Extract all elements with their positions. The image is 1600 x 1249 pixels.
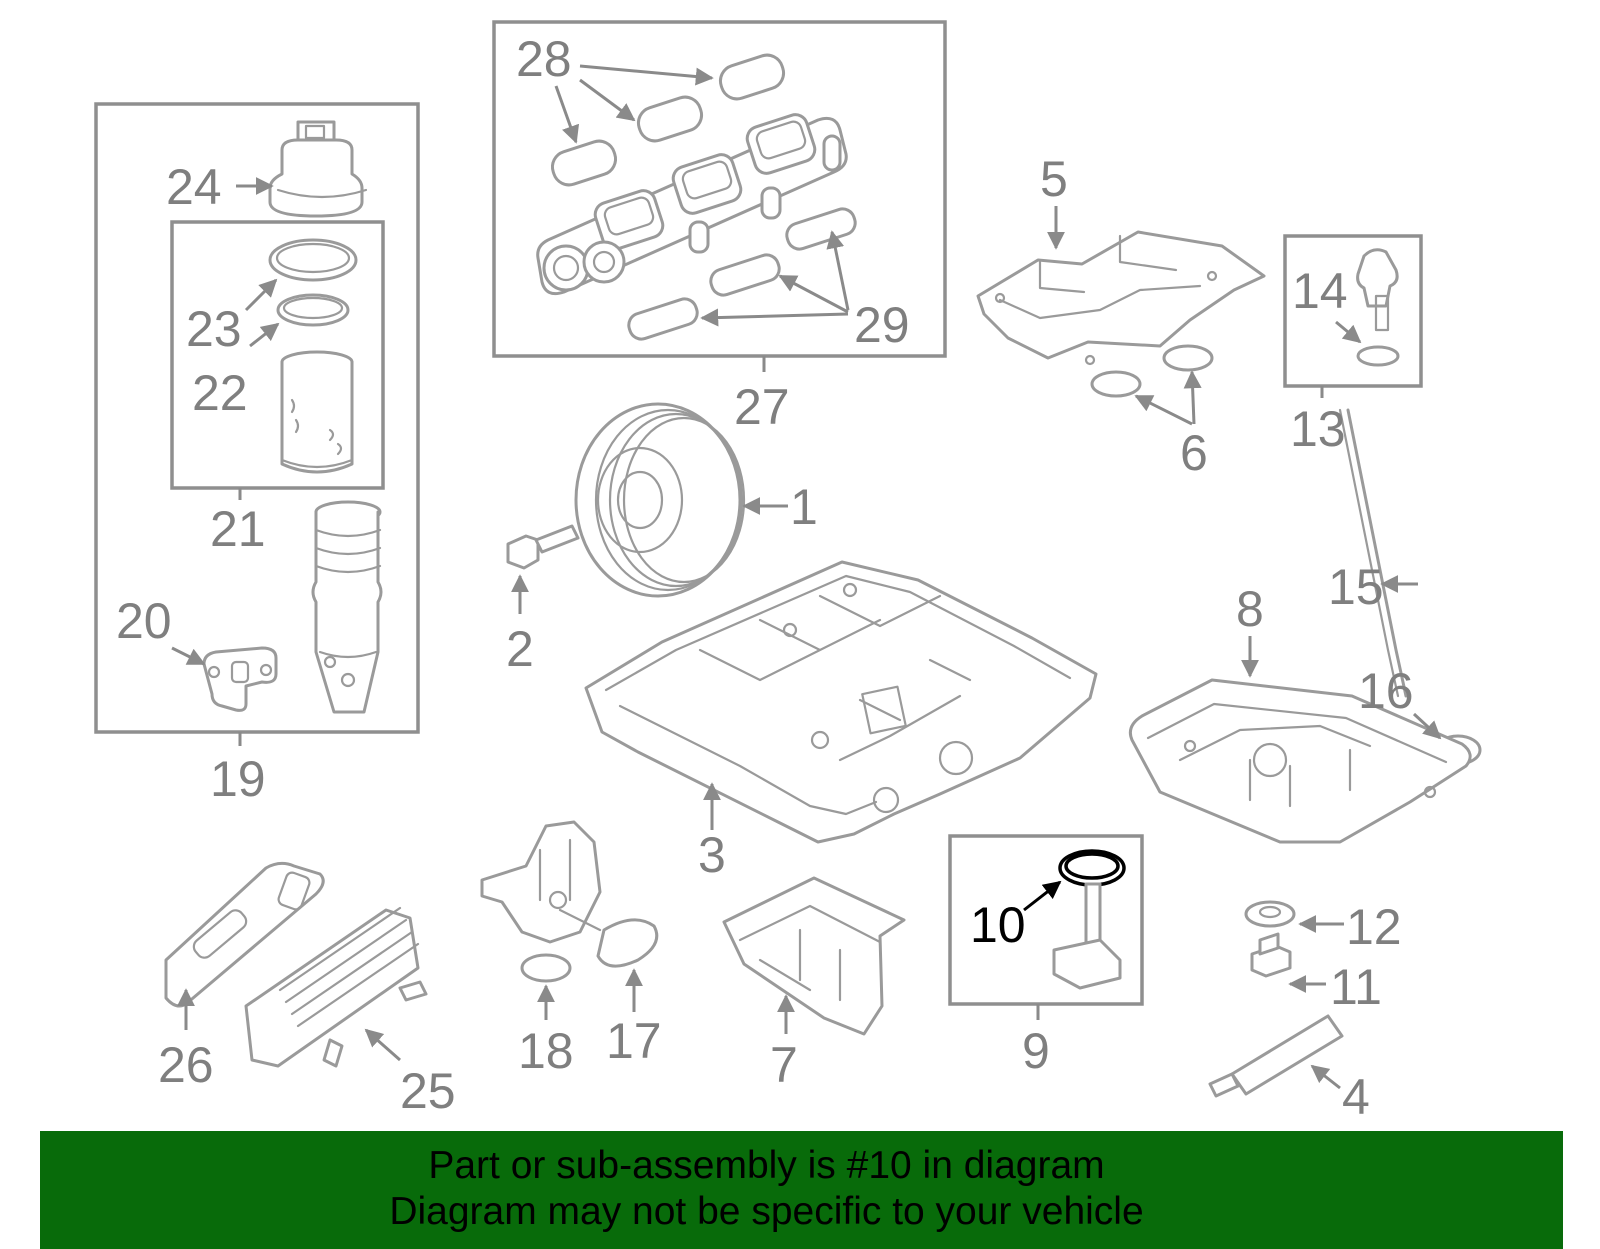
leader-lines xyxy=(171,64,1442,1090)
callout-8[interactable]: 8 xyxy=(1236,581,1264,637)
banner-line-part: Part or sub-assembly is #10 in diagram xyxy=(428,1144,1105,1187)
callout-1[interactable]: 1 xyxy=(790,479,818,535)
callout-14[interactable]: 14 xyxy=(1292,263,1348,319)
part-2-bolt[interactable] xyxy=(506,524,580,570)
info-banner: Part or sub-assembly is #10 in diagram D… xyxy=(40,1131,1563,1249)
group-box-27 xyxy=(492,20,947,358)
callout-12[interactable]: 12 xyxy=(1346,899,1402,955)
callout-17[interactable]: 17 xyxy=(606,1013,662,1069)
part-23-seal[interactable] xyxy=(268,238,358,282)
part-6-seals[interactable] xyxy=(1090,344,1214,398)
banner-line-disclaimer: Diagram may not be specific to your vehi… xyxy=(389,1190,1144,1233)
part-20-gasket[interactable] xyxy=(202,646,278,712)
part-14-dipstick-tube-top[interactable] xyxy=(1356,248,1399,332)
part-18-seal[interactable] xyxy=(520,953,572,983)
part-29-gaskets[interactable] xyxy=(626,206,859,342)
group-box-19 xyxy=(94,102,420,734)
part-5-cover[interactable] xyxy=(976,230,1266,366)
part-4-sealant-tube[interactable] xyxy=(1208,1014,1344,1098)
callout-27[interactable]: 27 xyxy=(734,379,790,435)
callout-21[interactable]: 21 xyxy=(210,501,266,557)
callout-29[interactable]: 29 xyxy=(854,297,910,353)
callout-6[interactable]: 6 xyxy=(1180,425,1208,481)
callout-24[interactable]: 24 xyxy=(166,159,222,215)
part-7-baffle[interactable] xyxy=(722,876,906,1036)
callout-15[interactable]: 15 xyxy=(1328,559,1384,615)
part-27-intake-manifold[interactable] xyxy=(536,112,848,296)
callout-22[interactable]: 22 xyxy=(192,365,248,421)
part-26-gasket[interactable] xyxy=(164,861,325,1008)
callout-5[interactable]: 5 xyxy=(1040,151,1068,207)
part-12-washer[interactable] xyxy=(1244,900,1296,928)
group-box-9 xyxy=(948,834,1144,1006)
part-15-dipstick-tube[interactable] xyxy=(1346,408,1408,698)
callout-7[interactable]: 7 xyxy=(770,1037,798,1093)
callout-10-highlighted[interactable]: 10 xyxy=(970,897,1026,953)
part-17-oil-pump[interactable] xyxy=(480,820,659,968)
part-11-drain-plug[interactable] xyxy=(1250,932,1292,978)
callout-9[interactable]: 9 xyxy=(1022,1023,1050,1079)
callout-25[interactable]: 25 xyxy=(400,1063,456,1119)
part-25-oil-cooler[interactable] xyxy=(244,906,428,1068)
group-box-21 xyxy=(170,220,385,490)
callout-23[interactable]: 23 xyxy=(186,301,242,357)
callout-labels: 1 2 3 4 5 6 7 8 9 10 11 12 13 14 15 16 1… xyxy=(116,31,1414,1125)
callout-28[interactable]: 28 xyxy=(516,31,572,87)
callout-13[interactable]: 13 xyxy=(1290,401,1346,457)
callout-4[interactable]: 4 xyxy=(1342,1069,1370,1125)
part-28-gaskets[interactable] xyxy=(548,51,787,189)
callout-26[interactable]: 26 xyxy=(158,1037,214,1093)
part-10-seal-highlighted[interactable] xyxy=(1058,849,1126,887)
part-14-seal[interactable] xyxy=(1356,345,1400,367)
callout-18[interactable]: 18 xyxy=(518,1023,574,1079)
part-8-lower-oil-pan[interactable] xyxy=(1128,678,1472,844)
part-24-filter-cap[interactable] xyxy=(268,120,368,218)
group-box-13 xyxy=(1283,234,1423,388)
part-19-filter-housing[interactable] xyxy=(311,500,383,714)
callout-2[interactable]: 2 xyxy=(506,621,534,677)
callout-20[interactable]: 20 xyxy=(116,593,172,649)
part-3-upper-oil-pan[interactable] xyxy=(584,560,1098,844)
part-21-filter-element[interactable] xyxy=(280,350,354,474)
callout-19[interactable]: 19 xyxy=(210,751,266,807)
callout-11[interactable]: 11 xyxy=(1330,959,1382,1015)
callout-16[interactable]: 16 xyxy=(1358,663,1414,719)
callout-3[interactable]: 3 xyxy=(698,827,726,883)
part-1-pulley[interactable] xyxy=(574,402,746,598)
part-22-seal[interactable] xyxy=(276,293,350,327)
part-9-oil-level-sensor[interactable] xyxy=(1052,882,1122,990)
